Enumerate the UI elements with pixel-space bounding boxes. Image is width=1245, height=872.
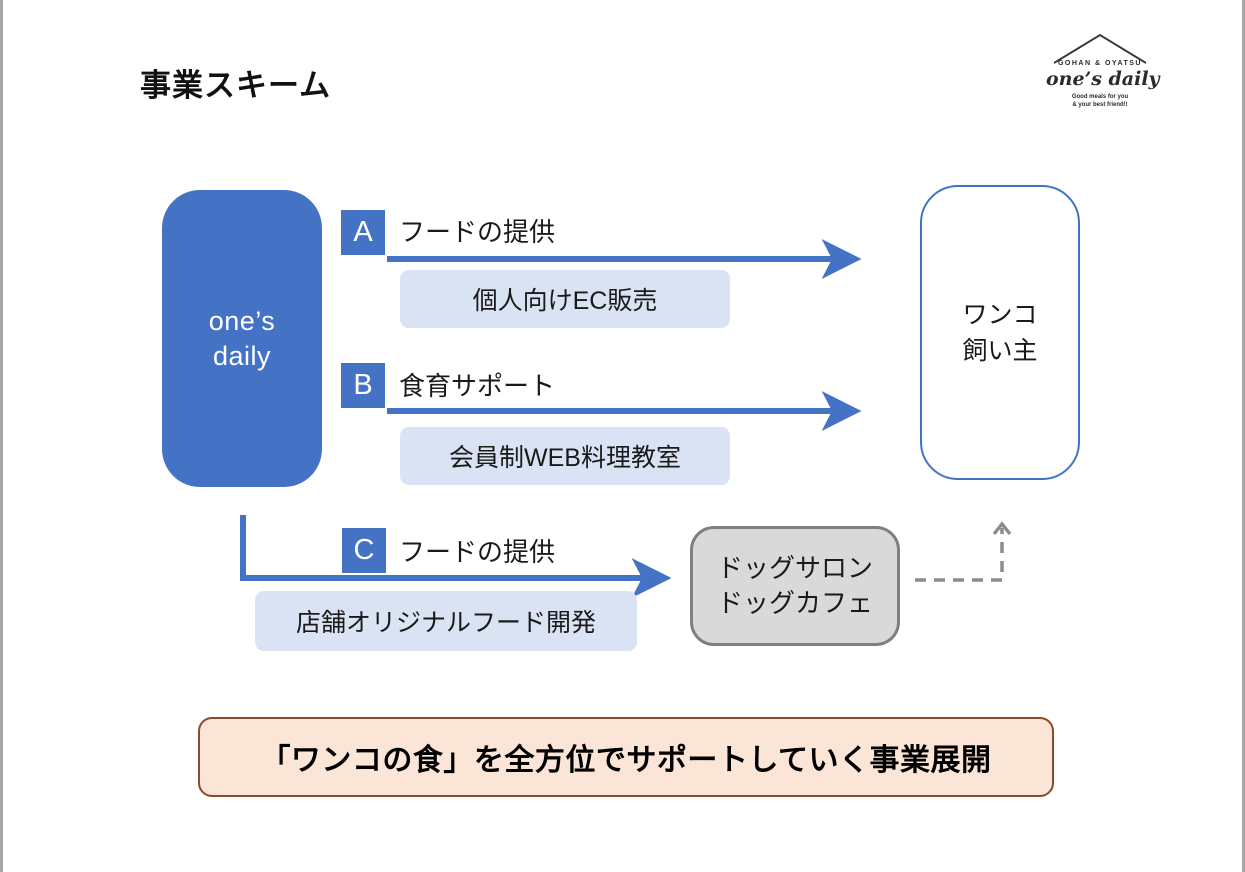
source-company-line2: daily: [212, 340, 272, 371]
flow-a-detail-box: 個人向けEC販売: [400, 270, 730, 328]
partner-dashed-arrow: [915, 521, 1012, 582]
flow-b-badge: B: [341, 363, 385, 408]
flow-a-label: フードの提供: [399, 217, 556, 247]
page-edge-left: [0, 0, 3, 872]
flow-c-label: フードの提供: [399, 537, 556, 567]
target-customer-line1: ワンコ: [962, 300, 1038, 329]
brand-name: one’s daily: [1046, 68, 1160, 90]
target-customer-box: ワンコ 飼い主: [920, 185, 1080, 480]
flow-c-detail-box: 店舗オリジナルフード開発: [255, 591, 637, 651]
target-customer-line2: 飼い主: [962, 336, 1038, 365]
flow-b-label: 食育サポート: [399, 371, 556, 401]
brand-tagline: Good meals for you & your best friend!!: [1046, 93, 1154, 109]
page-title: 事業スキーム: [140, 68, 332, 103]
page-edge-right: [1242, 0, 1245, 872]
roof-icon: [1053, 33, 1147, 64]
brand-tagline-line2: & your best friend!!: [1072, 102, 1128, 108]
flow-c-badge: C: [342, 528, 386, 573]
flow-a-badge: A: [341, 210, 385, 255]
brand-tagline-line1: Good meals for you: [1071, 94, 1129, 100]
brand-logo: GOHAN & OYATSU one’s daily Good meals fo…: [1046, 30, 1160, 109]
partner-line2: ドッグカフェ: [716, 588, 873, 618]
summary-banner: 「ワンコの食」を全方位でサポートしていく事業展開: [198, 717, 1054, 797]
flow-b-detail-box: 会員制WEB料理教室: [400, 427, 730, 485]
partner-box: ドッグサロン ドッグカフェ: [690, 526, 900, 646]
source-company-box: one’s daily: [162, 190, 322, 487]
brand-top-text: GOHAN & OYATSU: [1057, 60, 1142, 67]
source-company-line1: one’s: [208, 305, 276, 336]
partner-line1: ドッグサロン: [716, 553, 873, 583]
